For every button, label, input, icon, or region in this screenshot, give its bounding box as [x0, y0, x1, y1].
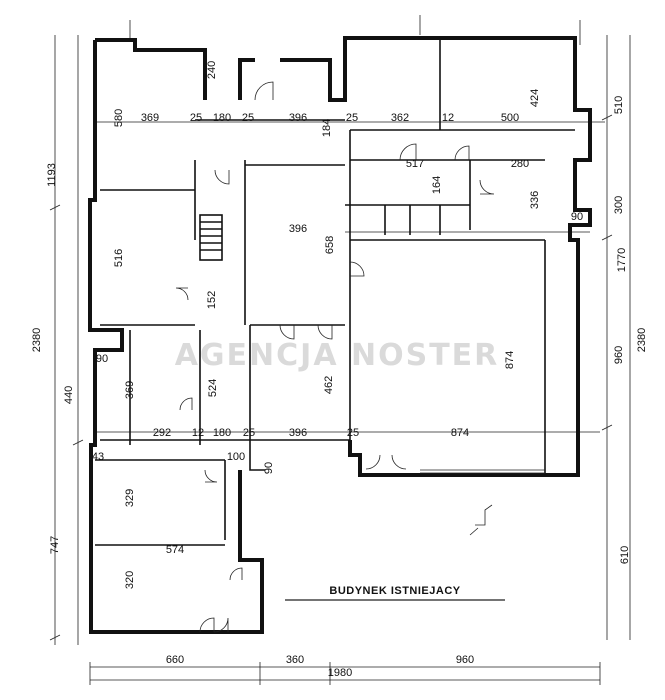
- dim-right-2380: 2380: [636, 328, 648, 352]
- dim-bottom-1980: 1980: [328, 667, 352, 679]
- dim-left-747: 747: [49, 536, 61, 554]
- dim-left-2380: 2380: [31, 328, 43, 352]
- dim-574: 574: [166, 544, 184, 556]
- dim-43: 43: [92, 451, 104, 463]
- dim-left-440: 440: [63, 386, 75, 404]
- dim-658: 658: [324, 236, 336, 254]
- dim-500: 500: [501, 112, 519, 124]
- dim-516: 516: [113, 249, 125, 267]
- dim-396c: 396: [289, 427, 307, 439]
- dimension-lines: [49, 15, 631, 685]
- dim-362: 362: [391, 112, 409, 124]
- dim-874v: 874: [504, 351, 516, 369]
- dim-25d: 25: [243, 427, 255, 439]
- dim-90c: 90: [263, 462, 275, 474]
- dim-25c: 25: [346, 112, 358, 124]
- dim-329: 329: [124, 489, 136, 507]
- dim-292: 292: [153, 427, 171, 439]
- dim-25e: 25: [347, 427, 359, 439]
- doors: [175, 81, 545, 633]
- building-title: BUDYNEK ISTNIEJACY: [329, 585, 460, 597]
- dim-180b: 180: [213, 427, 231, 439]
- dim-right-610: 610: [619, 546, 631, 564]
- dim-164: 164: [431, 176, 443, 194]
- dim-396b: 396: [289, 223, 307, 235]
- dim-336: 336: [529, 191, 541, 209]
- dim-180a: 180: [213, 112, 231, 124]
- dim-369b: 369: [124, 381, 136, 399]
- dim-280: 280: [511, 158, 529, 170]
- dimension-labels: 1193 2380 440 747 510 300 1770 2380 960 …: [31, 61, 648, 679]
- dim-12: 12: [442, 112, 454, 124]
- dim-left-1193: 1193: [46, 163, 58, 187]
- dim-524: 524: [207, 379, 219, 397]
- dim-90a: 90: [571, 211, 583, 223]
- dim-bottom-960: 960: [456, 654, 474, 666]
- dim-12b: 12: [192, 427, 204, 439]
- dim-462: 462: [323, 376, 335, 394]
- dim-right-510: 510: [613, 96, 625, 114]
- dim-184: 184: [321, 119, 333, 137]
- walls: [88, 36, 592, 634]
- dim-25b: 25: [242, 112, 254, 124]
- dim-bottom-360: 360: [286, 654, 304, 666]
- dim-517: 517: [406, 158, 424, 170]
- dim-90b: 90: [96, 353, 108, 365]
- dim-152: 152: [206, 291, 218, 309]
- dim-240: 240: [206, 61, 218, 79]
- dim-424: 424: [529, 89, 541, 107]
- dim-100: 100: [227, 451, 245, 463]
- dim-right-1770: 1770: [616, 248, 628, 272]
- dim-874h: 874: [451, 427, 469, 439]
- dim-580: 580: [113, 109, 125, 127]
- dim-25a: 25: [190, 112, 202, 124]
- dim-right-960: 960: [613, 346, 625, 364]
- dim-320: 320: [124, 571, 136, 589]
- dim-369a: 369: [141, 112, 159, 124]
- dim-396a: 396: [289, 112, 307, 124]
- agency-watermark: AGENCJA NOSTER: [175, 338, 500, 373]
- dim-right-300: 300: [613, 196, 625, 214]
- dim-bottom-660: 660: [166, 654, 184, 666]
